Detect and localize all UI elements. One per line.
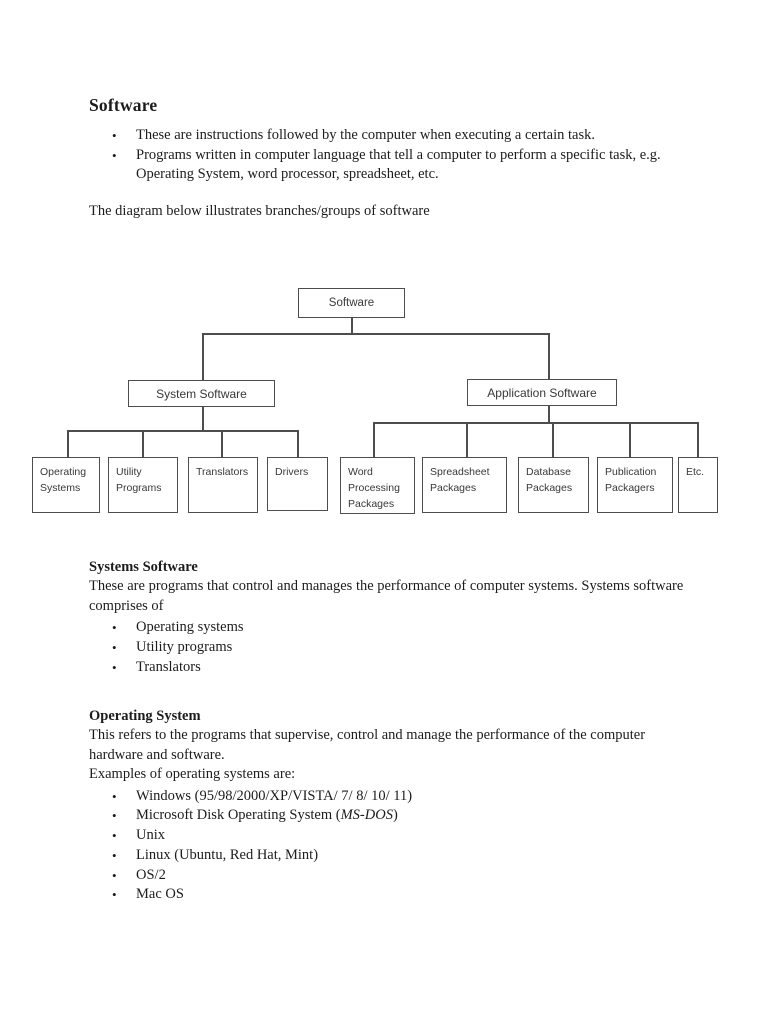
connector-line — [373, 422, 375, 457]
connector-line — [466, 422, 468, 457]
systems-software-bullet-list: • Operating systems • Utility programs •… — [89, 618, 689, 677]
list-item: • Windows (95/98/2000/XP/VISTA/ 7/ 8/ 10… — [89, 787, 689, 807]
list-item-text: OS/2 — [136, 866, 166, 883]
list-item: • Operating systems — [89, 618, 689, 638]
bullet-icon: • — [112, 847, 117, 863]
list-item: • Linux (Ubuntu, Red Hat, Mint) — [89, 846, 689, 866]
section-heading: Systems Software — [89, 559, 198, 575]
bullet-icon: • — [112, 639, 117, 655]
list-item: • Unix — [89, 826, 689, 846]
connector-line — [142, 430, 144, 457]
operating-system-bullet-list: • Windows (95/98/2000/XP/VISTA/ 7/ 8/ 10… — [89, 787, 689, 905]
section-body: This refers to the programs that supervi… — [89, 727, 646, 763]
list-item: • Mac OS — [89, 885, 689, 905]
list-item-text: Operating systems — [136, 619, 244, 636]
section-heading: Operating System — [89, 708, 201, 724]
intro-bullet-list: • These are instructions followed by the… — [89, 126, 689, 185]
bullet-icon: • — [112, 867, 117, 883]
diagram-box-publication-packagers: Publication Packagers — [597, 457, 673, 513]
bullet-icon: • — [112, 808, 117, 824]
diagram-caption: The diagram below illustrates branches/g… — [89, 203, 430, 219]
diagram-box-software: Software — [298, 288, 405, 318]
list-item: • Translators — [89, 658, 689, 678]
bullet-icon: • — [112, 147, 117, 163]
connector-line — [67, 430, 299, 432]
connector-line — [297, 430, 299, 457]
diagram-box-application-software: Application Software — [467, 379, 617, 406]
connector-line — [202, 333, 550, 335]
connector-line — [67, 430, 69, 457]
list-item: • Utility programs — [89, 638, 689, 658]
bullet-icon: • — [112, 788, 117, 804]
connector-line — [221, 430, 223, 457]
page-title: Software — [89, 95, 158, 115]
list-item: • Programs written in computer language … — [89, 146, 689, 185]
list-item-text: Linux (Ubuntu, Red Hat, Mint) — [136, 846, 319, 863]
list-item-text: These are instructions followed by the c… — [136, 127, 596, 143]
connector-line — [697, 422, 699, 457]
diagram-box-database-packages: Database Packages — [518, 457, 589, 513]
connector-line — [552, 422, 554, 457]
examples-label: Examples of operating systems are: — [89, 766, 296, 783]
intro-block: Software • These are instructions follow… — [89, 94, 689, 185]
connector-line — [548, 406, 550, 423]
connector-line — [373, 422, 699, 424]
list-item-text: Windows (95/98/2000/XP/VISTA/ 7/ 8/ 10/ … — [136, 787, 413, 804]
connector-line — [629, 422, 631, 457]
list-item-text: Programs written in computer language th… — [136, 146, 661, 183]
list-item-text: Mac OS — [136, 886, 184, 903]
list-item: • OS/2 — [89, 866, 689, 886]
diagram-box-drivers: Drivers — [267, 457, 328, 511]
diagram-box-etc: Etc. — [678, 457, 718, 513]
diagram-box-utility-programs: Utility Programs — [108, 457, 178, 513]
diagram-box-word-processing-packages: Word Processing Packages — [340, 457, 415, 514]
diagram-box-spreadsheet-packages: Spreadsheet Packages — [422, 457, 507, 513]
bullet-icon: • — [112, 659, 117, 675]
list-item-text: Utility programs — [136, 638, 233, 655]
diagram-box-translators: Translators — [188, 457, 258, 513]
section-systems-software: Systems Software These are programs that… — [89, 557, 689, 677]
list-item: • These are instructions followed by the… — [89, 126, 689, 146]
list-item-text: Unix — [136, 827, 165, 844]
bullet-icon: • — [112, 828, 117, 844]
connector-line — [351, 318, 353, 334]
connector-line — [548, 333, 550, 379]
section-operating-system: Operating System This refers to the prog… — [89, 706, 689, 905]
section-body: These are programs that control and mana… — [89, 578, 684, 614]
list-item-text: Microsoft Disk Operating System (MS-DOS) — [136, 807, 398, 824]
list-item-text: Translators — [136, 658, 201, 675]
list-item: • Microsoft Disk Operating System (MS-DO… — [89, 806, 689, 826]
connector-line — [202, 407, 204, 431]
diagram-box-system-software: System Software — [128, 380, 275, 407]
bullet-icon: • — [112, 620, 117, 636]
bullet-icon: • — [112, 887, 117, 903]
bullet-icon: • — [112, 128, 117, 143]
diagram-box-operating-systems: Operating Systems — [32, 457, 100, 513]
connector-line — [202, 333, 204, 380]
